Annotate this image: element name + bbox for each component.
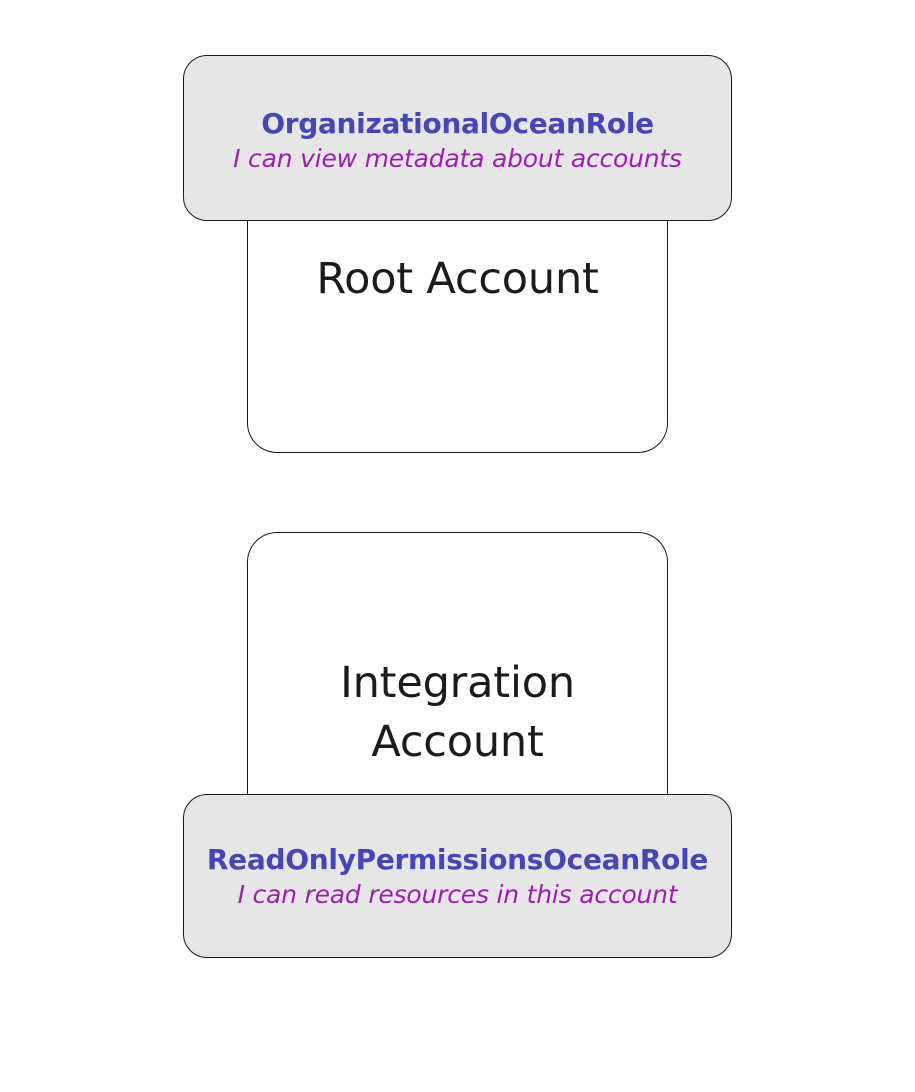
role-description-read-only-permissions-ocean-role: I can read resources in this account: [237, 880, 678, 910]
role-description-organizational-ocean-role: I can view metadata about accounts: [233, 144, 682, 174]
role-name-organizational-ocean-role: OrganizationalOceanRole: [261, 107, 654, 141]
account-box-root[interactable]: Root Account: [247, 214, 668, 453]
account-label-root: Root Account: [316, 254, 599, 304]
role-box-read-only-permissions-ocean-role[interactable]: ReadOnlyPermissionsOceanRole I can read …: [183, 794, 732, 958]
account-box-integration[interactable]: Integration Account: [247, 532, 668, 800]
account-label-integration: Integration Account: [340, 658, 575, 768]
role-box-organizational-ocean-role[interactable]: OrganizationalOceanRole I can view metad…: [183, 55, 732, 221]
role-name-read-only-permissions-ocean-role: ReadOnlyPermissionsOceanRole: [206, 843, 709, 877]
